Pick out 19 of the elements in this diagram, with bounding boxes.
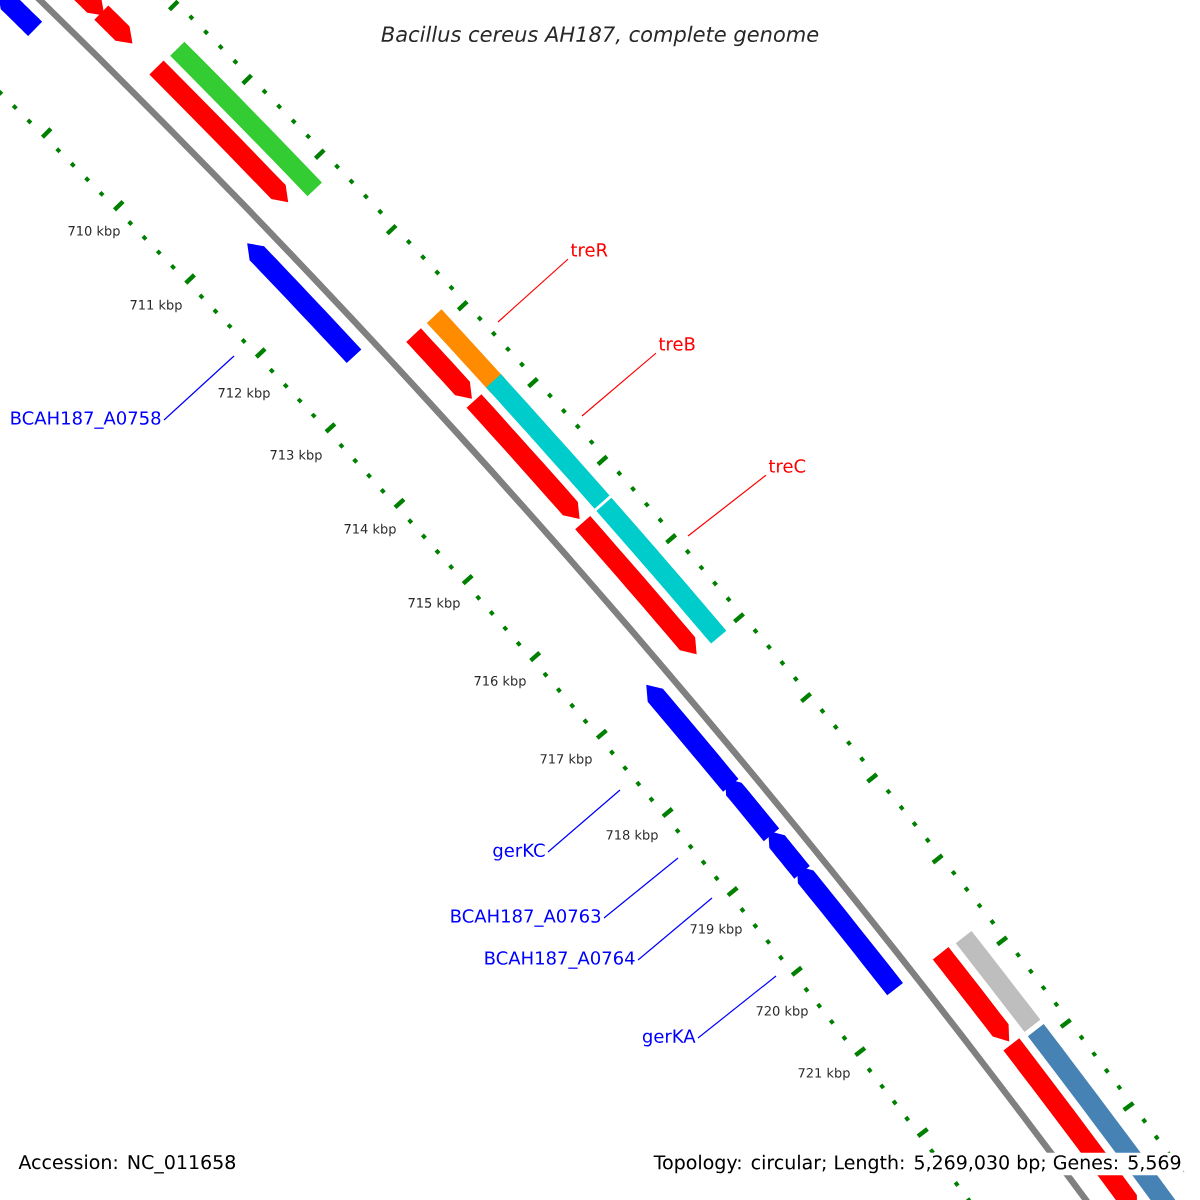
leader-line	[637, 897, 713, 961]
title: Bacillus cereus AH187, complete genome	[381, 25, 819, 47]
leader-line	[581, 352, 657, 417]
gene-label: BCAH187_A0764	[485, 951, 635, 969]
gene-label: BCAH187_A0758	[11, 411, 161, 429]
gene-label: BCAH187_A0763	[451, 909, 601, 927]
gene-label: treB	[658, 337, 695, 351]
leader-line	[497, 258, 569, 323]
gene-label: gerKA	[642, 1029, 696, 1047]
gene-label: treR	[570, 243, 608, 257]
leader-line	[163, 355, 235, 421]
footer-text: Topology: circular; Length: 5,269,030 bp; Genes: 5,569	[651, 1152, 1184, 1176]
leader-line	[547, 789, 621, 853]
footer-text: Accession: NC_011658	[18, 1154, 236, 1174]
leader-line	[697, 975, 777, 1039]
leader-line	[603, 857, 679, 919]
leader-line	[687, 474, 767, 537]
gene-label: treC	[768, 459, 806, 473]
gene-label: gerKC	[493, 843, 545, 861]
